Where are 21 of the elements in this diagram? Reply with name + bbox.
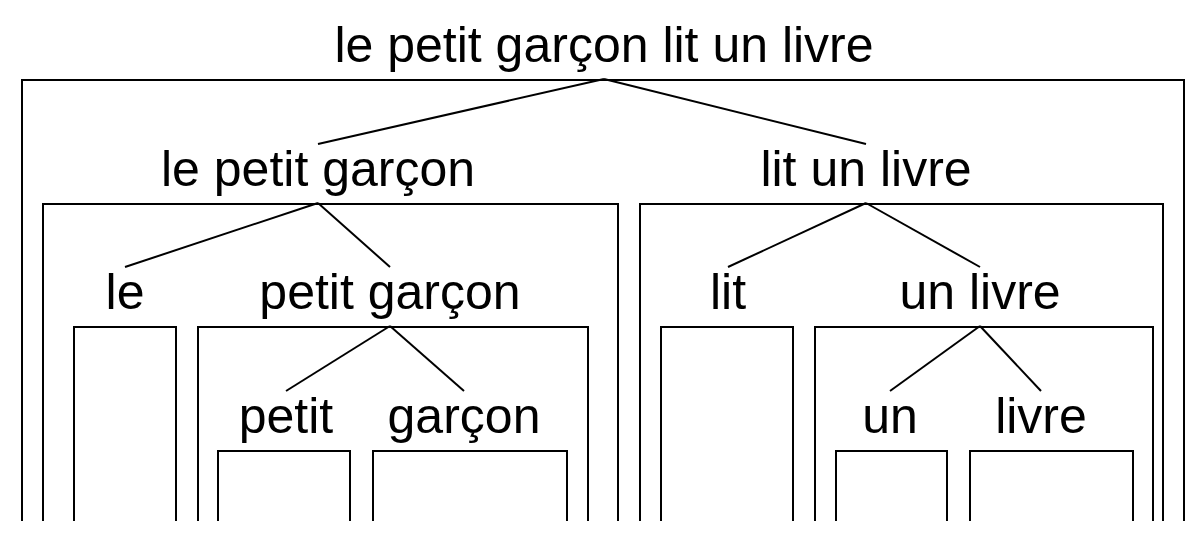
branch-line bbox=[317, 202, 391, 268]
phrase-label: le petit garçon bbox=[160, 144, 476, 194]
branch-line bbox=[727, 202, 867, 268]
branch-line bbox=[889, 325, 981, 392]
branch-line bbox=[389, 325, 465, 392]
branch-line bbox=[979, 325, 1042, 392]
phrase-label: un bbox=[862, 391, 918, 441]
phrase-label: le petit garçon lit un livre bbox=[334, 20, 874, 70]
branch-line bbox=[865, 202, 981, 268]
phrase-label: petit garçon bbox=[259, 267, 521, 317]
phrase-label: livre bbox=[995, 391, 1087, 441]
branch-line bbox=[317, 78, 605, 145]
phrase-label: le bbox=[105, 267, 145, 317]
branch-line bbox=[285, 325, 391, 392]
branch-line bbox=[124, 202, 319, 268]
phrase-label: lit un livre bbox=[760, 144, 972, 194]
phrase-label: petit bbox=[238, 391, 334, 441]
phrase-label: lit bbox=[709, 267, 747, 317]
phrase-label: garçon bbox=[387, 391, 541, 441]
phrase-label: un livre bbox=[899, 267, 1061, 317]
branch-line bbox=[603, 78, 867, 145]
